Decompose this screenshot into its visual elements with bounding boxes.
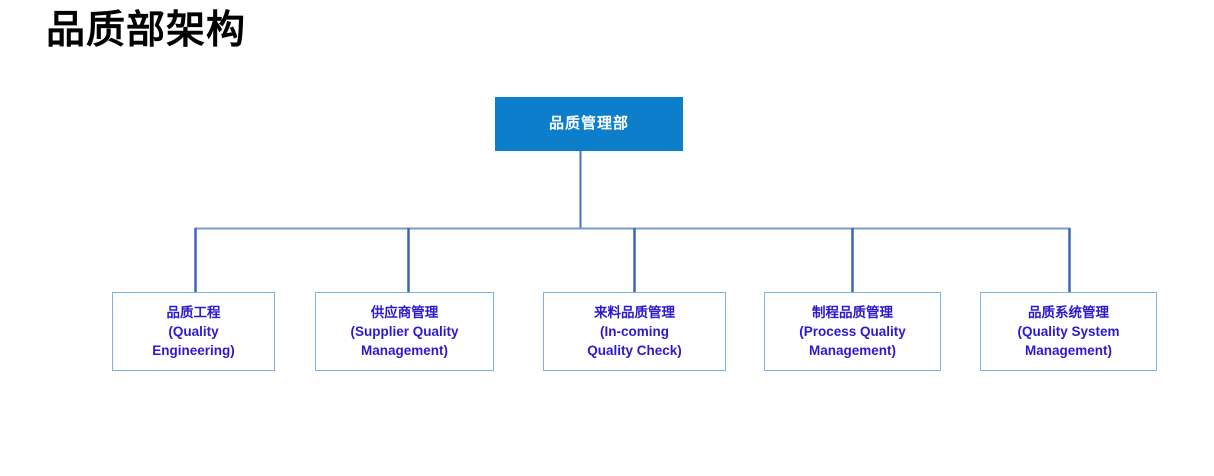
page-title: 品质部架构 <box>46 9 247 52</box>
node-label: 来料品质管理 (In-coming Quality Check) <box>587 305 682 358</box>
node-incoming-quality-check[interactable]: 来料品质管理 (In-coming Quality Check) <box>543 292 726 371</box>
node-label: 供应商管理 (Supplier Quality Management) <box>350 305 459 358</box>
node-label: 品质工程 (Quality Engineering) <box>152 305 235 358</box>
node-quality-system-management[interactable]: 品质系统管理 (Quality System Management) <box>980 292 1157 371</box>
node-supplier-quality-management[interactable]: 供应商管理 (Supplier Quality Management) <box>315 292 494 371</box>
node-quality-management-dept[interactable]: 品质管理部 <box>495 97 683 151</box>
node-process-quality-management[interactable]: 制程品质管理 (Process Quality Management) <box>764 292 941 371</box>
node-label: 制程品质管理 (Process Quality Management) <box>799 305 906 358</box>
node-label: 品质系统管理 (Quality System Management) <box>1017 305 1120 358</box>
node-label: 品质管理部 <box>548 115 629 132</box>
node-quality-engineering[interactable]: 品质工程 (Quality Engineering) <box>112 292 275 371</box>
